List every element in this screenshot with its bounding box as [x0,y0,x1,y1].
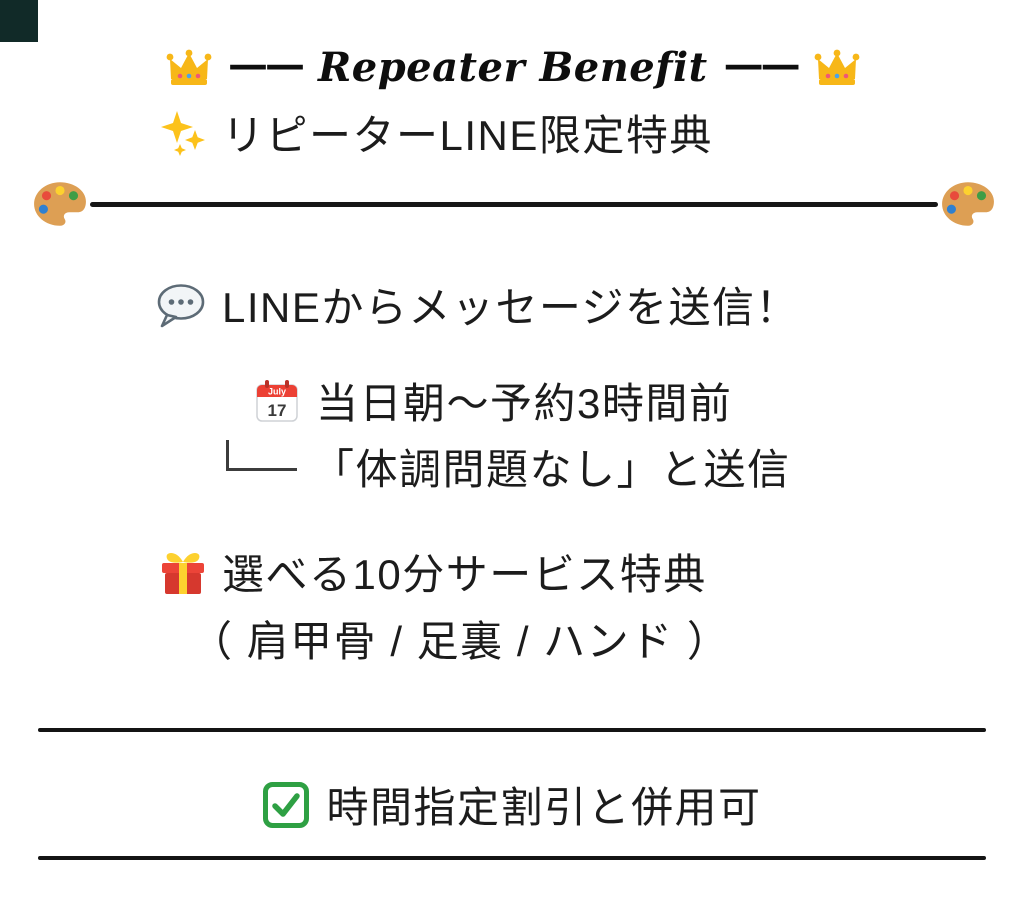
service-options: （ 肩甲骨 / 足裏 / ハンド ） [190,608,730,669]
divider-line [90,201,938,207]
title-dash-right: —— [723,40,801,88]
footer-note: 時間指定割引と併用可 [0,774,1024,835]
step-timing: July 17 当日朝～予約3時間前 [254,370,732,431]
subtitle-text: リピーターLINE限定特典 [222,112,713,159]
crown-icon [814,49,860,87]
step-service-benefit-text: 選べる10分サービス特典 [222,551,707,598]
corner-decoration [0,0,38,42]
step-timing-text: 当日朝～予約3時間前 [316,380,733,427]
subtitle: リピーターLINE限定特典 [160,102,713,163]
speech-balloon-icon [156,282,206,328]
palette-icon [32,180,88,228]
step-service-benefit: 選べる10分サービス特典 [160,541,707,602]
divider-bottom [38,856,986,860]
crown-icon [166,49,212,87]
tree-connector-line [226,440,297,471]
calendar-day-label: 17 [268,401,287,420]
step-send-message-text: LINEからメッセージを送信！ [222,284,800,331]
title-dash-left: —— [228,40,305,88]
gift-icon [160,548,206,596]
check-icon [262,781,310,829]
divider-top [38,728,986,732]
palette-divider [32,180,996,228]
header: —— Repeater Benefit —— [166,44,860,91]
step-send-text: 「体調問題なし」と送信 [312,436,791,497]
step-send-text-label: 「体調問題なし」と送信 [312,446,791,493]
calendar-icon: July 17 [254,378,300,424]
page-title: Repeater Benefit [318,44,708,91]
service-options-text: （ 肩甲骨 / 足裏 / ハンド ） [190,618,731,665]
palette-icon [940,180,996,228]
step-send-message: LINEからメッセージを送信！ [156,274,799,335]
sparkles-icon [160,110,206,156]
calendar-month-label: July [268,386,286,396]
footer-note-text: 時間指定割引と併用可 [326,784,762,831]
